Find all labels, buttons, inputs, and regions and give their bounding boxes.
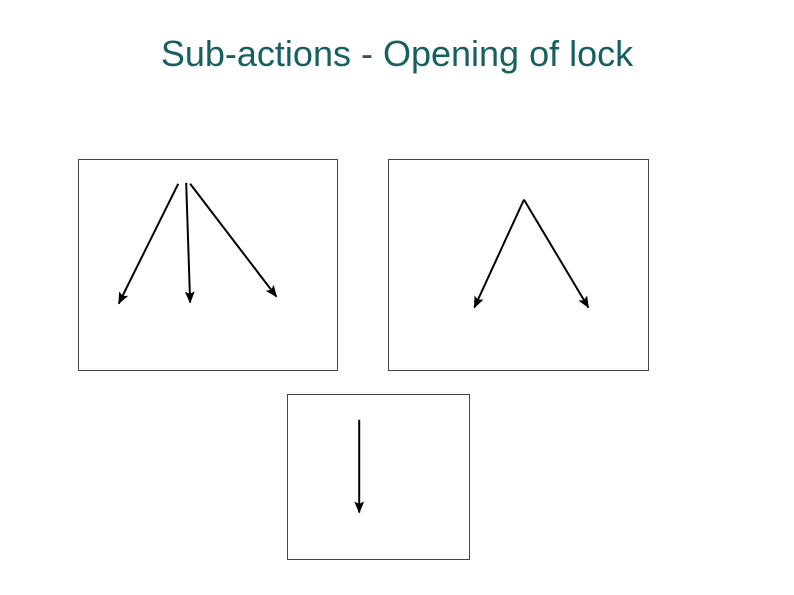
arrow-down-right: [523, 199, 590, 309]
panel-right-diagram: [473, 199, 590, 309]
three-diverging-arrows-panel: [78, 159, 338, 371]
single-arrow-panel: [287, 394, 470, 560]
two-diverging-arrows-panel: [388, 159, 649, 371]
arrow-down-left: [117, 183, 180, 305]
panel-left-diagram: [117, 182, 278, 305]
arrow-down-right: [189, 183, 278, 298]
page-title: Sub-actions - Opening of lock: [160, 33, 634, 74]
arrow-down-left: [473, 199, 525, 309]
panel-bottom-diagram: [354, 419, 365, 514]
arrow-down-center: [184, 182, 195, 304]
